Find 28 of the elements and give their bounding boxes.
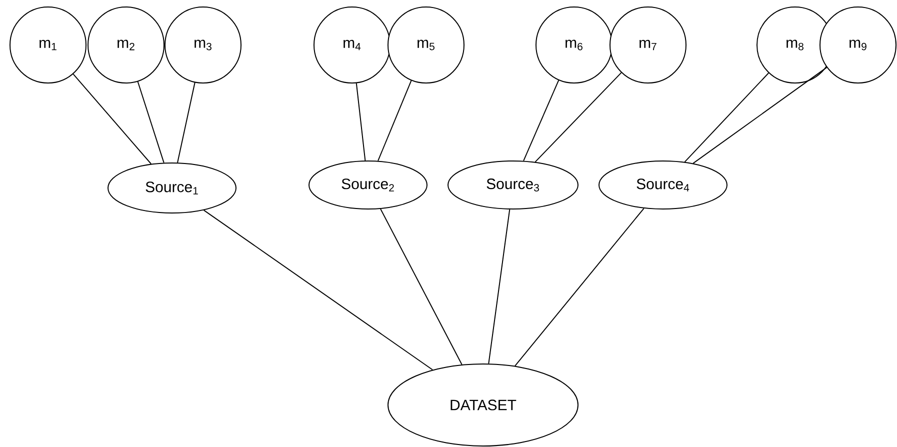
connector-line — [72, 74, 152, 164]
connector-line — [692, 66, 828, 164]
circle-node: m$_{8}$ — [756, 6, 834, 84]
circle-node: m$_{5}$ — [388, 6, 464, 84]
connector-line — [380, 208, 462, 366]
connector-line — [523, 80, 560, 162]
connector-line — [684, 72, 770, 162]
connector-line — [514, 208, 644, 366]
connector-line — [177, 82, 196, 164]
ellipse-node: Source$_{4}$ — [598, 160, 728, 210]
circle-node: m$_{3}$ — [164, 6, 242, 84]
circle-node: m$_{9}$ — [820, 6, 896, 84]
circle-node: m$_{1}$ — [10, 6, 87, 84]
ellipse-node: Source$_{1}$ — [108, 162, 236, 214]
ellipse-node: DATASET — [388, 364, 578, 446]
connector-line — [203, 210, 434, 370]
circle-node: m$_{7}$ — [610, 6, 686, 84]
connector-line — [488, 208, 510, 364]
circle-node: m$_{6}$ — [536, 6, 612, 84]
ellipse-node: Source$_{3}$ — [448, 160, 578, 210]
node-label: m$_{9}$ — [850, 40, 866, 50]
circle-node: m$_{2}$ — [88, 6, 165, 84]
circle-node: m$_{4}$ — [314, 6, 390, 84]
connector-line — [534, 72, 622, 162]
ellipse-node: Source$_{2}$ — [308, 160, 428, 210]
connector-line — [137, 81, 164, 164]
connector-line — [356, 82, 366, 162]
connector-line — [378, 80, 412, 162]
